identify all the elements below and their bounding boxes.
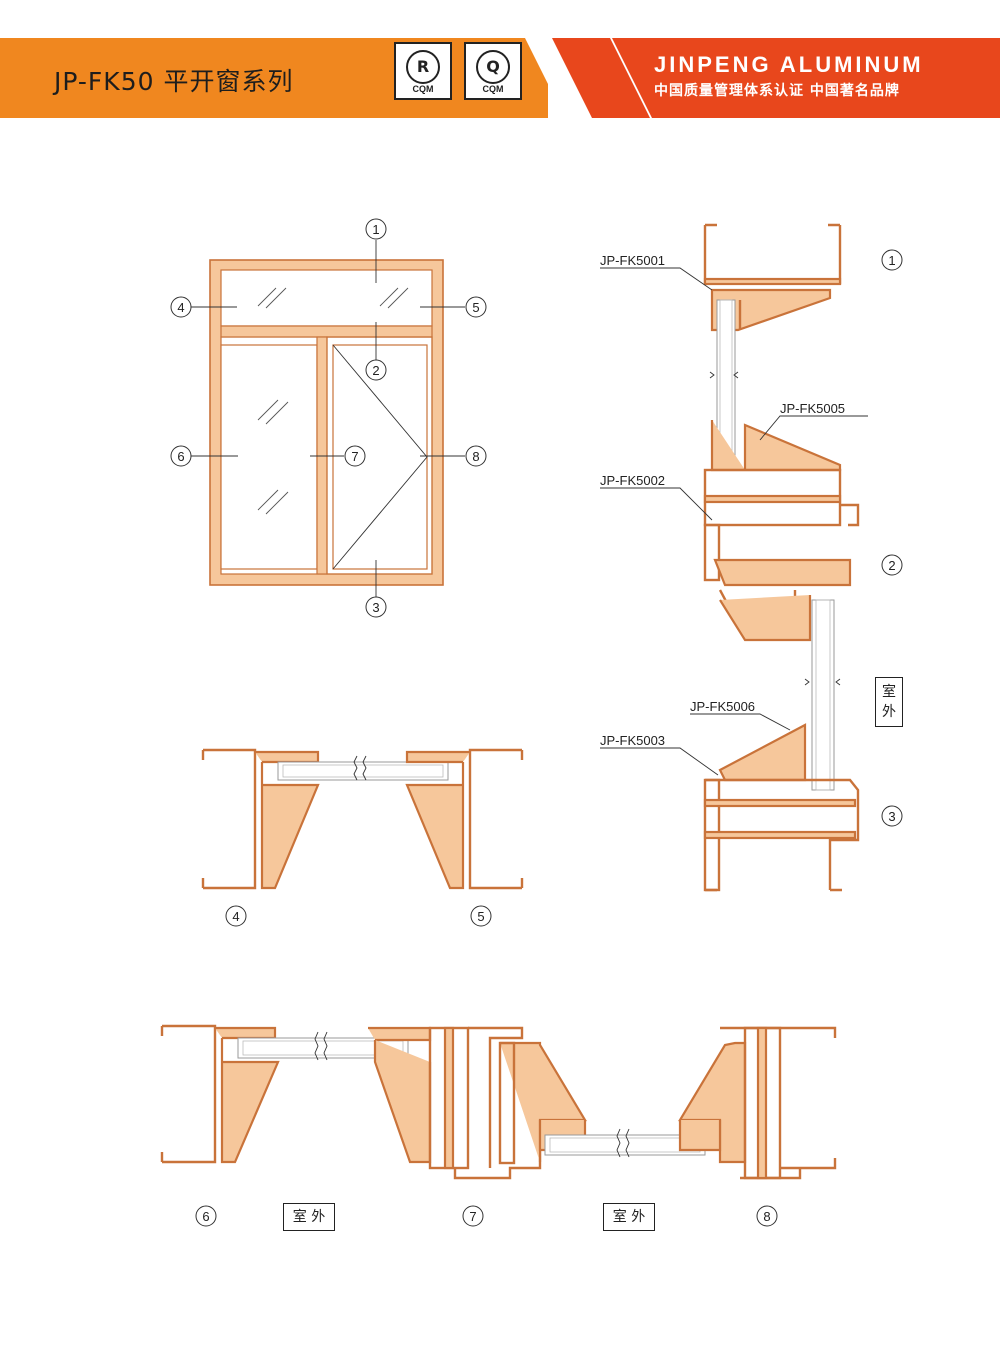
brand-slogan: 中国质量管理体系认证 中国著名品牌 xyxy=(654,83,900,99)
part-label-jp-fk5005: JP-FK5005 xyxy=(780,401,845,416)
callout-8: 8 xyxy=(763,1209,770,1224)
certification-badge-q: Q CQM xyxy=(464,42,522,100)
header-background xyxy=(0,38,1000,118)
callout-4: 4 xyxy=(177,300,184,315)
callout-5: 5 xyxy=(472,300,479,315)
part-label-jp-fk5002: JP-FK5002 xyxy=(600,473,665,488)
callout-5: 5 xyxy=(477,909,484,924)
callout-8: 8 xyxy=(472,449,479,464)
outdoor-label: 室 外 xyxy=(283,1203,335,1231)
part-label-jp-fk5003: JP-FK5003 xyxy=(600,733,665,748)
horizontal-section-6-7-8: 6 7 8 xyxy=(160,1024,837,1227)
outdoor-label: 室 外 xyxy=(875,677,903,727)
header-banner: JP-FK50 平开窗系列 R CQM Q CQM JINPENG ALUMIN… xyxy=(0,0,1000,118)
callout-7: 7 xyxy=(469,1209,476,1224)
callout-3: 3 xyxy=(888,809,895,824)
callout-4: 4 xyxy=(232,909,239,924)
part-label-jp-fk5001: JP-FK5001 xyxy=(600,253,665,268)
callout-2: 2 xyxy=(372,363,379,378)
badge-symbol: Q xyxy=(476,50,510,84)
callout-2: 2 xyxy=(888,558,895,573)
callout-7: 7 xyxy=(351,449,358,464)
horizontal-section-4-5: 4 5 xyxy=(201,748,524,927)
callout-1: 1 xyxy=(372,222,379,237)
window-elevation: 1 2 3 4 5 6 7 8 xyxy=(170,218,487,618)
page-title: JP-FK50 平开窗系列 xyxy=(54,67,294,96)
badge-symbol: R xyxy=(406,50,440,84)
callout-6: 6 xyxy=(177,449,184,464)
brand-name: JINPENG ALUMINUM xyxy=(654,52,924,77)
callout-3: 3 xyxy=(372,600,379,615)
part-label-jp-fk5006: JP-FK5006 xyxy=(690,699,755,714)
certification-badge-r: R CQM xyxy=(394,42,452,100)
callout-1: 1 xyxy=(888,253,895,268)
vertical-section: JP-FK5001 JP-FK5005 JP-FK5002 JP-FK5006 … xyxy=(600,223,903,892)
callout-6: 6 xyxy=(202,1209,209,1224)
outdoor-label: 室 外 xyxy=(603,1203,655,1231)
badge-caption: CQM xyxy=(482,84,504,94)
badge-caption: CQM xyxy=(412,84,434,94)
